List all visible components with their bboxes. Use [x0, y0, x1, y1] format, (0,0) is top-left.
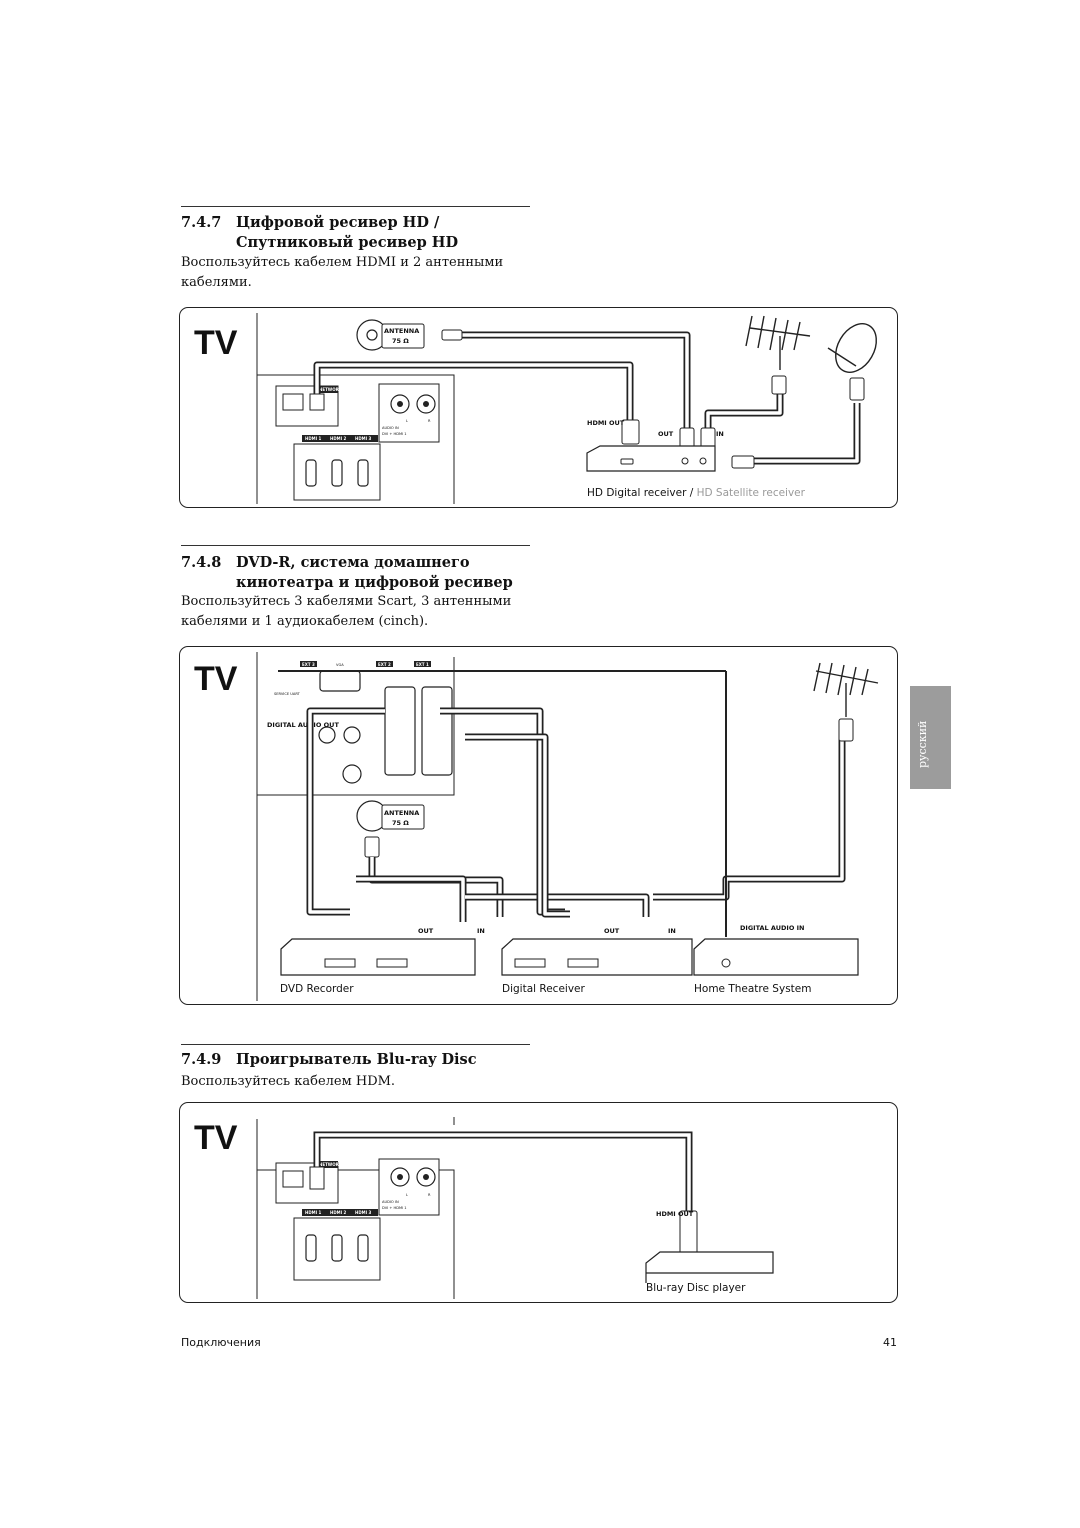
section-heading-7-4-9: 7.4.9 Проигрыватель Blu-ray Disc — [181, 1050, 477, 1070]
svg-text:VGA: VGA — [336, 663, 344, 667]
network-label: NETWORK — [319, 1162, 343, 1167]
diagram-caption: HD Digital receiver / HD Satellite recei… — [587, 487, 806, 499]
tv-label: TV — [194, 660, 238, 698]
diagram-bluray: TV NETWORK L R AUDIO IN DVI + HDMI 1 HDM… — [179, 1102, 898, 1303]
antenna-label: ANTENNA — [384, 327, 419, 335]
svg-text:R: R — [428, 419, 431, 423]
tv-label: TV — [194, 1119, 238, 1157]
svg-text:OUT: OUT — [604, 927, 620, 935]
svg-text:HDMI 3: HDMI 3 — [355, 1210, 372, 1215]
aerial-antenna-icon — [745, 315, 811, 370]
antenna-ohm: 75 Ω — [392, 337, 409, 345]
section-title-line2: кинотеатра и цифровой ресивер — [236, 574, 513, 591]
scart-port-icon — [421, 686, 453, 776]
hdmi-port-icon — [305, 459, 317, 487]
out-label: OUT — [658, 430, 674, 438]
section-divider — [181, 545, 530, 546]
svg-text:R: R — [428, 1193, 431, 1197]
section-body: Воспользуйтесь 3 кабелями Scart, 3 антен… — [181, 594, 512, 629]
hdmi-port-icon — [305, 1234, 317, 1262]
section-title-line1: DVD-R, система домашнего — [236, 554, 470, 571]
footer-chapter: Подключения — [181, 1336, 261, 1349]
section-body: Воспользуйтесь кабелем HDMI и 2 антенным… — [181, 255, 504, 290]
device-caption: Digital Receiver — [502, 983, 585, 995]
section-heading-7-4-8: 7.4.8 DVD-R, система домашнего кинотеатра… — [181, 553, 513, 593]
svg-text:EXT 1: EXT 1 — [416, 662, 429, 667]
section-body: Воспользуйтесь кабелем HDM. — [181, 1074, 396, 1089]
connection-diagram: TV EXT 3 EXT 2 EXT 1 VGA SERVICE UART DI… — [194, 652, 879, 1001]
language-tab-label: русский — [916, 720, 929, 768]
svg-text:OUT: OUT — [418, 927, 434, 935]
svg-text:SERVICE UART: SERVICE UART — [274, 692, 301, 696]
section-divider — [181, 206, 530, 207]
in-label: IN — [716, 430, 724, 438]
device-caption: DVD Recorder — [280, 983, 354, 995]
section-title-line1: Проигрыватель Blu-ray Disc — [236, 1051, 477, 1068]
hd-receiver-box — [586, 445, 716, 472]
section-heading-7-4-7: 7.4.7 Цифровой ресивер HD / Спутниковый р… — [181, 213, 458, 253]
svg-text:HDMI 2: HDMI 2 — [330, 436, 347, 441]
bluray-player-box — [645, 1251, 774, 1283]
language-tab: русский — [910, 686, 951, 789]
hdmi-out-label: HDMI OUT — [587, 419, 625, 427]
svg-text:L: L — [406, 419, 408, 423]
svg-text:IN: IN — [668, 927, 676, 935]
digital-audio-out-label: DIGITAL AUDIO OUT — [267, 721, 339, 729]
section-divider — [181, 1044, 530, 1045]
section-number: 7.4.8 — [181, 554, 222, 571]
svg-text:DVI + HDMI 1: DVI + HDMI 1 — [382, 1206, 407, 1210]
tv-label: TV — [194, 324, 238, 362]
section-title-line2: Спутниковый ресивер HD — [236, 234, 459, 251]
diagram-caption: Blu-ray Disc player — [646, 1282, 746, 1294]
svg-text:HDMI 1: HDMI 1 — [305, 1210, 322, 1215]
section-number: 7.4.9 — [181, 1051, 222, 1068]
scart-port-icon — [384, 686, 416, 776]
hdmi-port-icon — [331, 459, 343, 487]
aerial-antenna-icon — [813, 662, 879, 717]
svg-text:HDMI 3: HDMI 3 — [355, 436, 372, 441]
device-caption: Home Theatre System — [694, 983, 811, 995]
diagram-hd-receiver: TV ANTENNA 75 Ω NETWORK L R AUDIO IN DVI… — [179, 307, 898, 508]
svg-text:HDMI 1: HDMI 1 — [305, 436, 322, 441]
audio-in-label: AUDIO IN — [382, 426, 399, 430]
audio-in-sub: DVI + HDMI 1 — [382, 432, 407, 436]
hdmi-port-icon — [357, 459, 369, 487]
connection-diagram: TV NETWORK L R AUDIO IN DVI + HDMI 1 HDM… — [194, 1117, 774, 1299]
home-theatre-box — [693, 938, 859, 976]
dvd-recorder-box — [280, 938, 476, 976]
digital-audio-in-label: DIGITAL AUDIO IN — [740, 924, 805, 932]
network-label: NETWORK — [319, 387, 343, 392]
section-number: 7.4.7 — [181, 214, 222, 231]
hdmi-out-label: HDMI OUT — [656, 1210, 694, 1218]
hdmi-port-icon — [357, 1234, 369, 1262]
vga-port-icon — [319, 670, 361, 692]
svg-text:ANTENNA: ANTENNA — [384, 809, 419, 817]
digital-receiver-box — [501, 938, 693, 976]
section-title-line1: Цифровой ресивер HD / — [236, 214, 440, 231]
svg-text:L: L — [406, 1193, 408, 1197]
connection-diagram: TV ANTENNA 75 Ω NETWORK L R AUDIO IN DVI… — [194, 313, 877, 504]
page-number: 41 — [883, 1336, 897, 1349]
diagram-dvd-htheatre-receiver: TV EXT 3 EXT 2 EXT 1 VGA SERVICE UART DI… — [179, 646, 898, 1005]
hdmi-port-icon — [331, 1234, 343, 1262]
svg-text:75 Ω: 75 Ω — [392, 819, 409, 827]
svg-text:AUDIO IN: AUDIO IN — [382, 1200, 399, 1204]
svg-text:IN: IN — [477, 927, 485, 935]
svg-text:HDMI 2: HDMI 2 — [330, 1210, 347, 1215]
svg-text:EXT 2: EXT 2 — [378, 662, 391, 667]
satellite-dish-icon — [827, 323, 877, 373]
svg-text:EXT 3: EXT 3 — [302, 662, 315, 667]
